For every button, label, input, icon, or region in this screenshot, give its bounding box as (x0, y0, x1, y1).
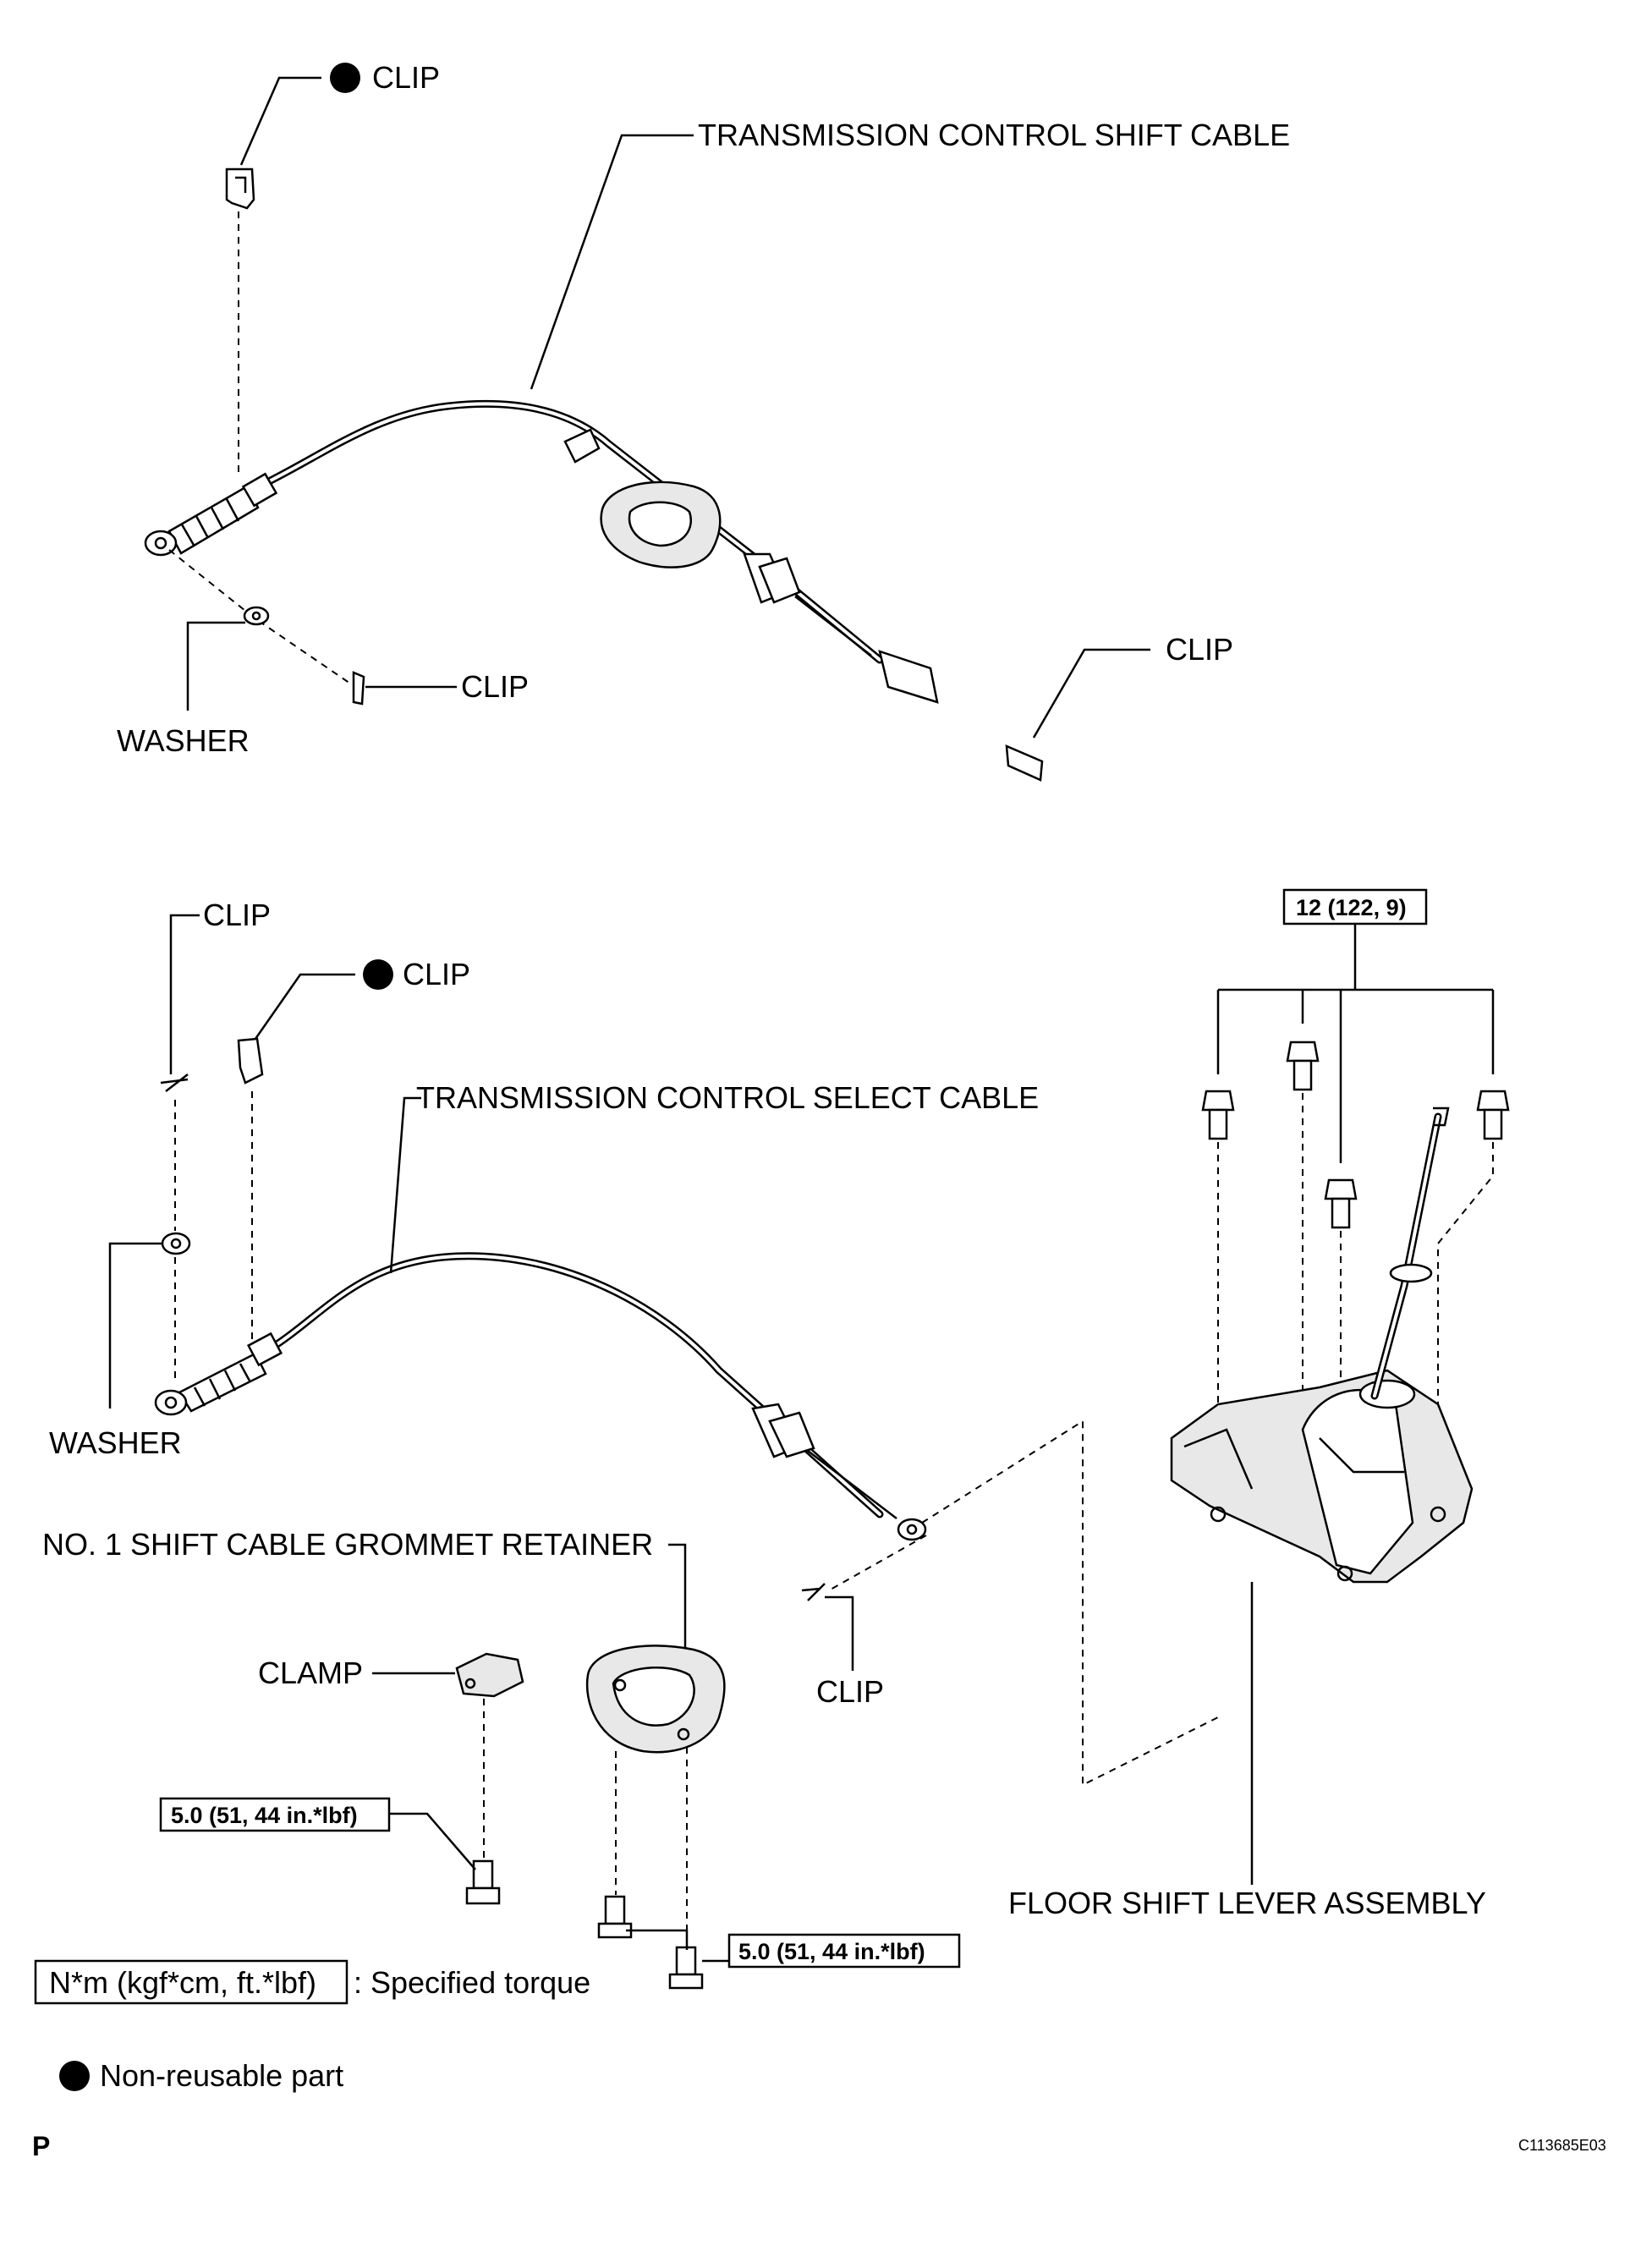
clip-label-top-nonreusable: CLIP (372, 60, 440, 95)
select-cable-eye-end (897, 1518, 927, 1541)
clip-select-end-label: CLIP (816, 1674, 884, 1709)
washer-top-part (243, 606, 270, 626)
clamp-bolt-icon (465, 1859, 501, 1905)
clamp-part (455, 1652, 524, 1698)
lever-bolt-1-icon (1201, 1090, 1235, 1140)
washer-top-label: WASHER (117, 723, 250, 758)
floor-shift-lever-part (1170, 1107, 1474, 1584)
clamp-label: CLAMP (258, 1656, 363, 1690)
lever-bolt-2-icon (1286, 1041, 1320, 1091)
torque-box-retainer (727, 1933, 961, 1969)
nonreusable-marker-icon-2 (363, 959, 393, 990)
legend-torque-unit: N*m (kgf*cm, ft.*lbf) (49, 1965, 316, 2000)
retainer-bolt-2-icon (668, 1946, 704, 1990)
grommet-retainer-label: NO. 1 SHIFT CABLE GROMMET RETAINER (42, 1527, 653, 1562)
torque-retainer-value: 5.0 (51, 44 in.*lbf) (738, 1939, 925, 1964)
figure-code: C113685E03 (1518, 2137, 1606, 2154)
washer-bottom-label: WASHER (49, 1425, 182, 1460)
clip-part-icon (225, 167, 255, 210)
clip-shift-end-label: CLIP (461, 669, 529, 704)
legend-nonreusable-icon (59, 2061, 90, 2091)
shift-cable-label: TRANSMISSION CONTROL SHIFT CABLE (698, 118, 1290, 152)
nonreusable-clip-top (225, 63, 360, 474)
clip-select-end-part (801, 1583, 826, 1601)
torque-box-lever (1282, 888, 1428, 925)
legend-torque-box (34, 1959, 349, 2005)
shift-cable-end-connector (878, 650, 939, 704)
torque-lever-value: 12 (122, 9) (1296, 895, 1407, 920)
select-cable-label: TRANSMISSION CONTROL SELECT CABLE (416, 1080, 1039, 1115)
nonreusable-marker-icon (330, 63, 360, 93)
clip-shift-end-part (352, 671, 365, 706)
lever-bolts-icons (1201, 1041, 1510, 1229)
legend-nonreusable-text: Non-reusable part (100, 2058, 343, 2093)
shift-cable-threaded-end (167, 485, 260, 555)
select-cable-part (154, 1252, 927, 1541)
lever-bolt-4-icon (1476, 1090, 1510, 1140)
washer-bottom-part (161, 1232, 191, 1255)
legend-torque-desc: : Specified torque (354, 1965, 590, 2000)
floor-shift-lever-label: FLOOR SHIFT LEVER ASSEMBLY (1008, 1886, 1486, 1920)
clip-select-nonreusable-part (237, 1037, 264, 1085)
clip-right-top-label: CLIP (1166, 632, 1233, 667)
shift-cable-part (144, 399, 939, 704)
clip-right-top-part (1005, 744, 1044, 782)
lever-bolt-3-icon (1324, 1178, 1358, 1229)
clip-select-left-part (160, 1074, 189, 1092)
clip-select-left-label: CLIP (203, 898, 271, 932)
retainer-bolt-1-icon (597, 1895, 633, 1939)
select-cable-threaded-end (178, 1352, 267, 1413)
clip-select-nonreusable-label: CLIP (403, 957, 470, 991)
corner-letter: P (32, 2131, 50, 2161)
torque-box-clamp (159, 1797, 391, 1832)
torque-clamp-value: 5.0 (51, 44 in.*lbf) (171, 1803, 358, 1828)
